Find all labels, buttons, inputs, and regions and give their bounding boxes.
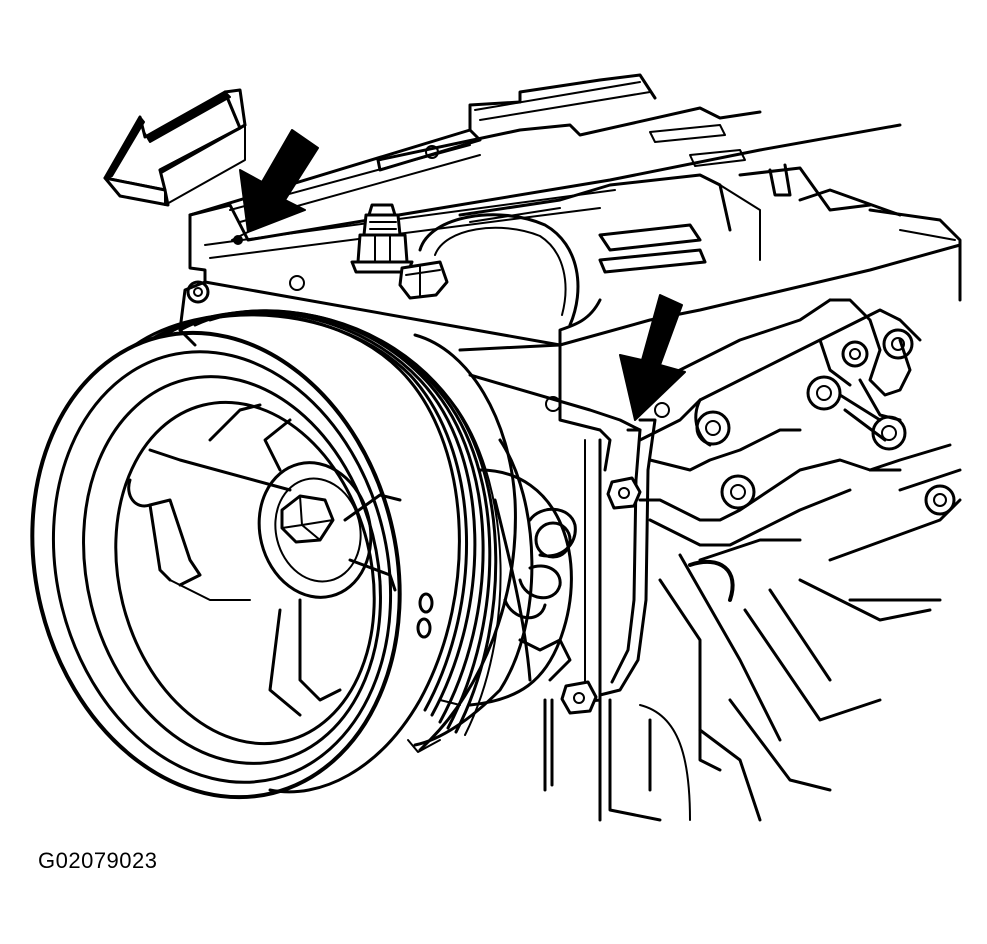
direction-arrow <box>103 88 247 207</box>
strap-bracket <box>560 418 657 715</box>
engine-block <box>543 498 962 822</box>
figure-id-label: G02079023 <box>38 848 158 873</box>
pointer-arrow-left <box>231 129 319 245</box>
pointer-arrow-right <box>619 294 686 421</box>
crankshaft-pulley <box>30 309 534 800</box>
stud-nut <box>350 203 414 274</box>
bolt-head <box>398 260 449 300</box>
bracket-assembly <box>638 298 962 547</box>
cam-housing <box>418 213 602 347</box>
cylinder-head <box>188 73 962 418</box>
